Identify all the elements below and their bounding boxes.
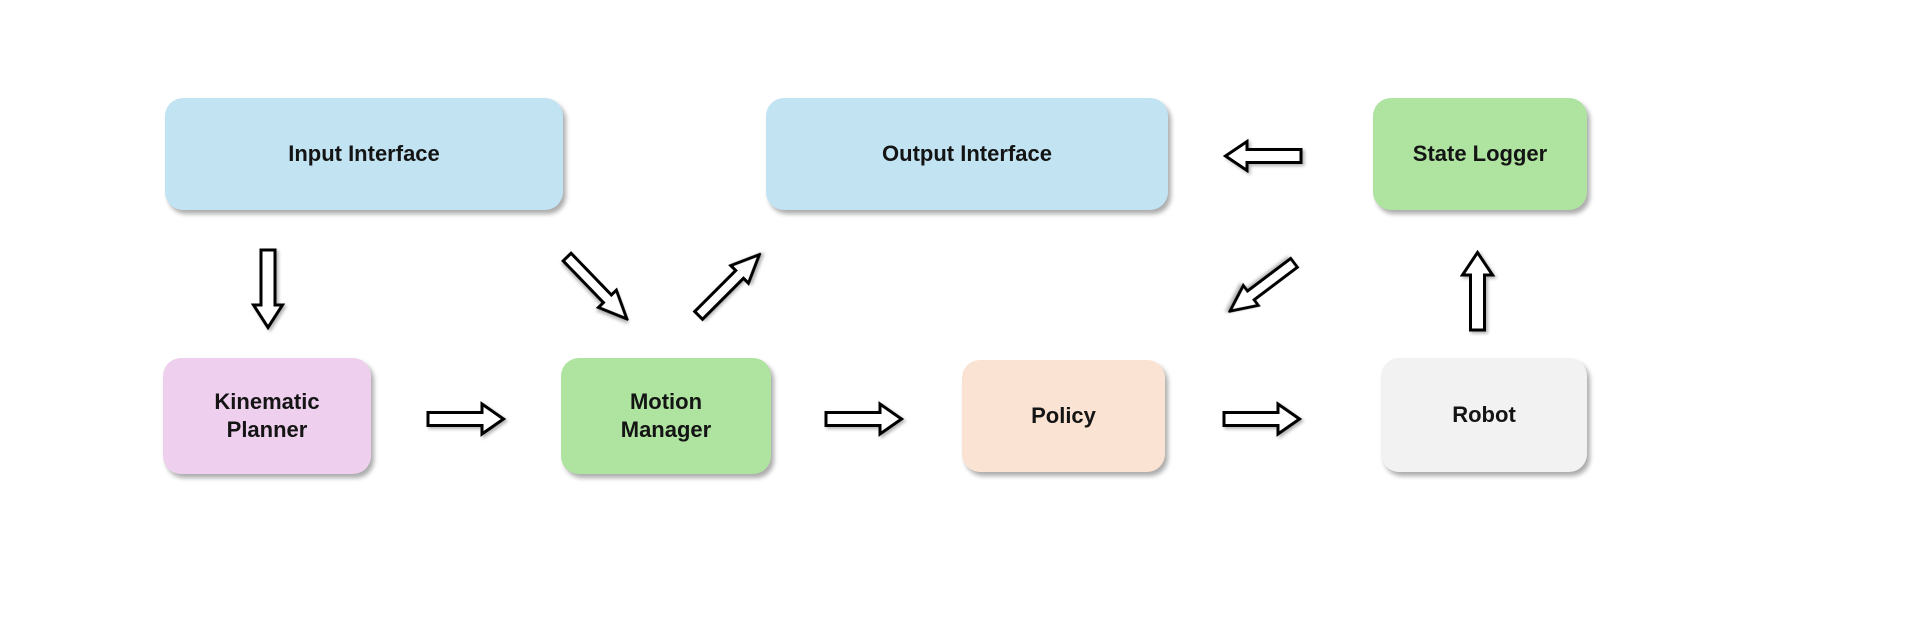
arrow-up-robot-to-state-logger-icon xyxy=(1460,250,1495,332)
arrow-right-kinematic-to-motion-icon xyxy=(426,401,506,437)
arrow-right-policy-to-robot-icon xyxy=(1222,401,1302,437)
node-kinematic-planner: Kinematic Planner xyxy=(163,358,371,474)
node-label: Kinematic Planner xyxy=(214,388,320,442)
node-motion-manager: Motion Manager xyxy=(561,358,771,474)
arrow-diagonal-output-to-policy-icon xyxy=(1219,250,1304,325)
node-label: Input Interface xyxy=(288,140,440,166)
arrow-right-motion-to-policy-icon xyxy=(824,401,904,437)
node-robot: Robot xyxy=(1381,358,1587,472)
node-policy: Policy xyxy=(962,360,1165,472)
node-input-interface: Input Interface xyxy=(165,98,563,210)
node-label: State Logger xyxy=(1412,140,1548,166)
node-label: Robot xyxy=(1452,401,1516,427)
arrow-diagonal-motion-to-output-icon xyxy=(687,243,772,328)
node-label: Policy xyxy=(1031,402,1096,428)
arrow-left-state-logger-to-output-icon xyxy=(1223,139,1303,173)
node-state-logger: State Logger xyxy=(1373,98,1587,210)
arrow-diagonal-input-to-motion-icon xyxy=(555,245,639,331)
node-label: Output Interface xyxy=(882,140,1052,166)
node-output-interface: Output Interface xyxy=(766,98,1168,210)
node-label: Motion Manager xyxy=(620,388,712,442)
arrow-down-input-to-kinematic-icon xyxy=(251,248,285,330)
